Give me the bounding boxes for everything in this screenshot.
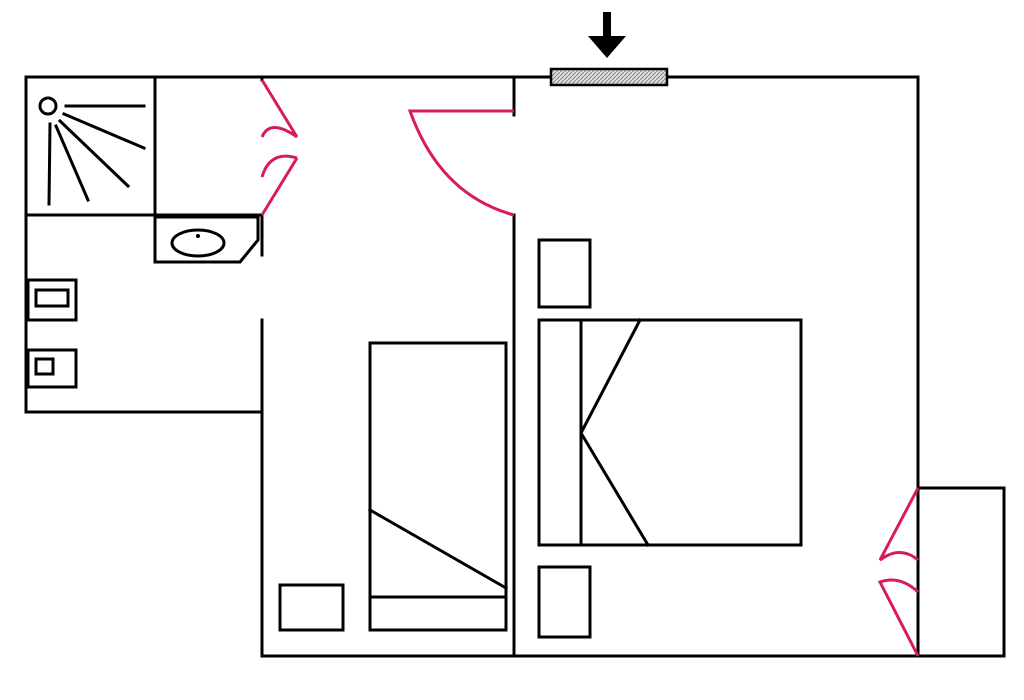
- bidet-icon: [26, 348, 78, 389]
- entrance-arrow-icon: [588, 12, 626, 58]
- nightstand-icon: [537, 238, 592, 309]
- shower-icon: [38, 96, 146, 206]
- double-bed-icon: [537, 317, 803, 548]
- nightstand-icon: [278, 583, 345, 632]
- nightstand-icon: [537, 565, 592, 639]
- toilet-icon: [26, 278, 78, 322]
- walls: [24, 75, 1006, 658]
- wardrobe-icon[interactable]: [877, 486, 1006, 658]
- sink-icon: [153, 215, 260, 264]
- single-bed-icon: [367, 341, 509, 632]
- window: [549, 67, 669, 87]
- bathroom-door[interactable]: [260, 79, 299, 216]
- bedroom-door[interactable]: [407, 109, 515, 217]
